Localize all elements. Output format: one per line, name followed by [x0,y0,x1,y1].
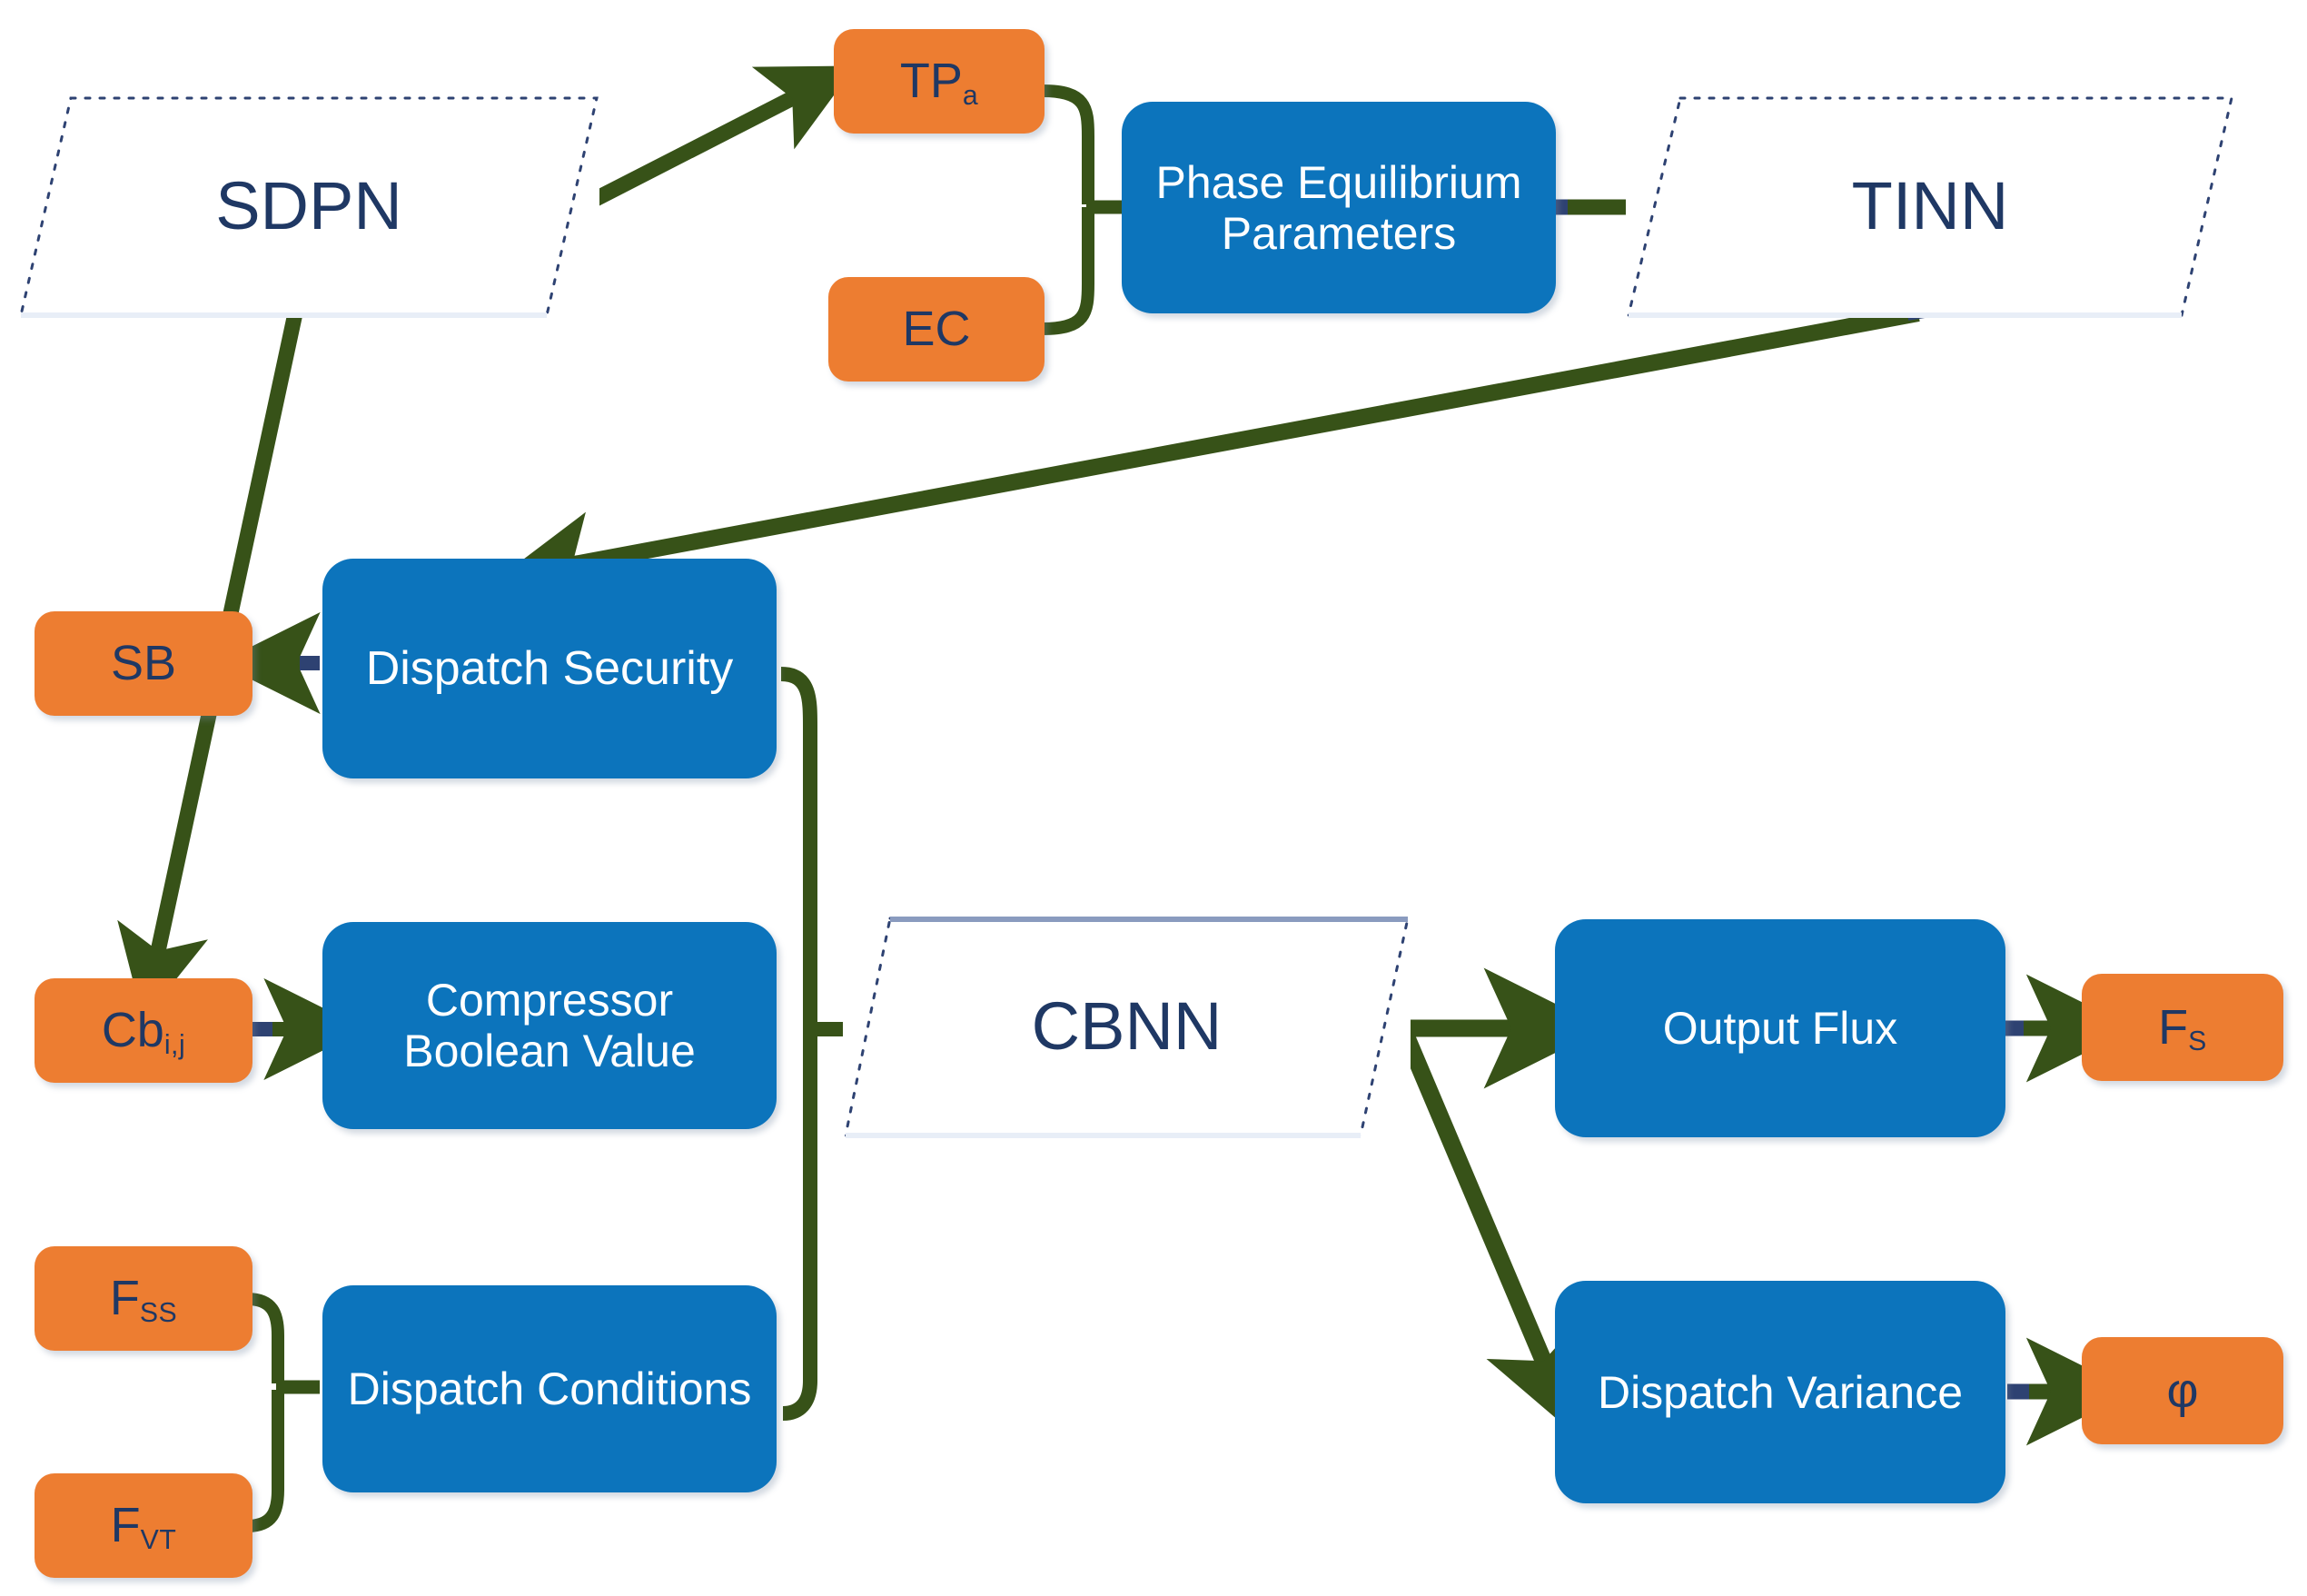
node-compressor-boolean-value[interactable]: Compressor Boolean Value [322,922,777,1129]
cb-label: Cbi,j [101,1003,186,1060]
edge-tpa-to-phase-equilibrium [1042,84,1094,204]
node-tinn[interactable]: TINN [1626,95,2234,318]
node-dispatch-variance[interactable]: Dispatch Variance [1555,1281,2005,1503]
dispatch-conditions-label: Dispatch Conditions [347,1363,752,1414]
node-dispatch-conditions[interactable]: Dispatch Conditions [322,1285,777,1492]
ec-label: EC [902,302,971,357]
sb-label: SB [110,636,177,691]
dispatch-variance-label: Dispatch Variance [1597,1366,1964,1418]
node-dispatch-security[interactable]: Dispatch Security [322,559,777,778]
node-sdpn[interactable]: SDPN [18,95,599,318]
node-phase-equilibrium-parameters[interactable]: Phase Equilibrium Parameters [1122,102,1556,313]
node-sb[interactable]: SB [35,611,252,716]
node-cbnn[interactable]: CBNN [843,916,1411,1138]
edge-ec-to-phase-equilibrium [1042,207,1094,335]
phase-equilibrium-label: Phase Equilibrium Parameters [1155,156,1522,259]
cbnn-label: CBNN [1031,988,1223,1065]
node-fs[interactable]: FS [2082,974,2283,1081]
dispatch-security-label: Dispatch Security [365,641,734,695]
edge-tinn-to-dispatch-security [498,302,1932,609]
node-fss[interactable]: FSS [35,1246,252,1351]
node-ec[interactable]: EC [828,277,1045,382]
node-cb[interactable]: Cbi,j [35,978,252,1083]
node-output-flux[interactable]: Output Flux [1555,919,2005,1137]
tpa-label: TPa [899,54,979,111]
fss-label: FSS [109,1271,178,1328]
sdpn-label: SDPN [215,168,402,244]
compressor-boolean-label: Compressor Boolean Value [403,975,696,1076]
phi-label: φ [2166,1363,2199,1418]
fs-label: FS [2158,999,2207,1057]
edge-sdpn-to-tpa [587,65,856,209]
node-phi[interactable]: φ [2082,1337,2283,1444]
fvt-label: FVT [110,1498,177,1555]
edge-cbnn-to-dispatch-variance [1398,1032,1582,1434]
tinn-label: TINN [1851,168,2009,244]
output-flux-label: Output Flux [1662,1003,1898,1054]
cbnn-parallelogram-shape [844,917,1410,1138]
node-fvt[interactable]: FVT [35,1473,252,1578]
node-tpa[interactable]: TPa [834,29,1045,134]
